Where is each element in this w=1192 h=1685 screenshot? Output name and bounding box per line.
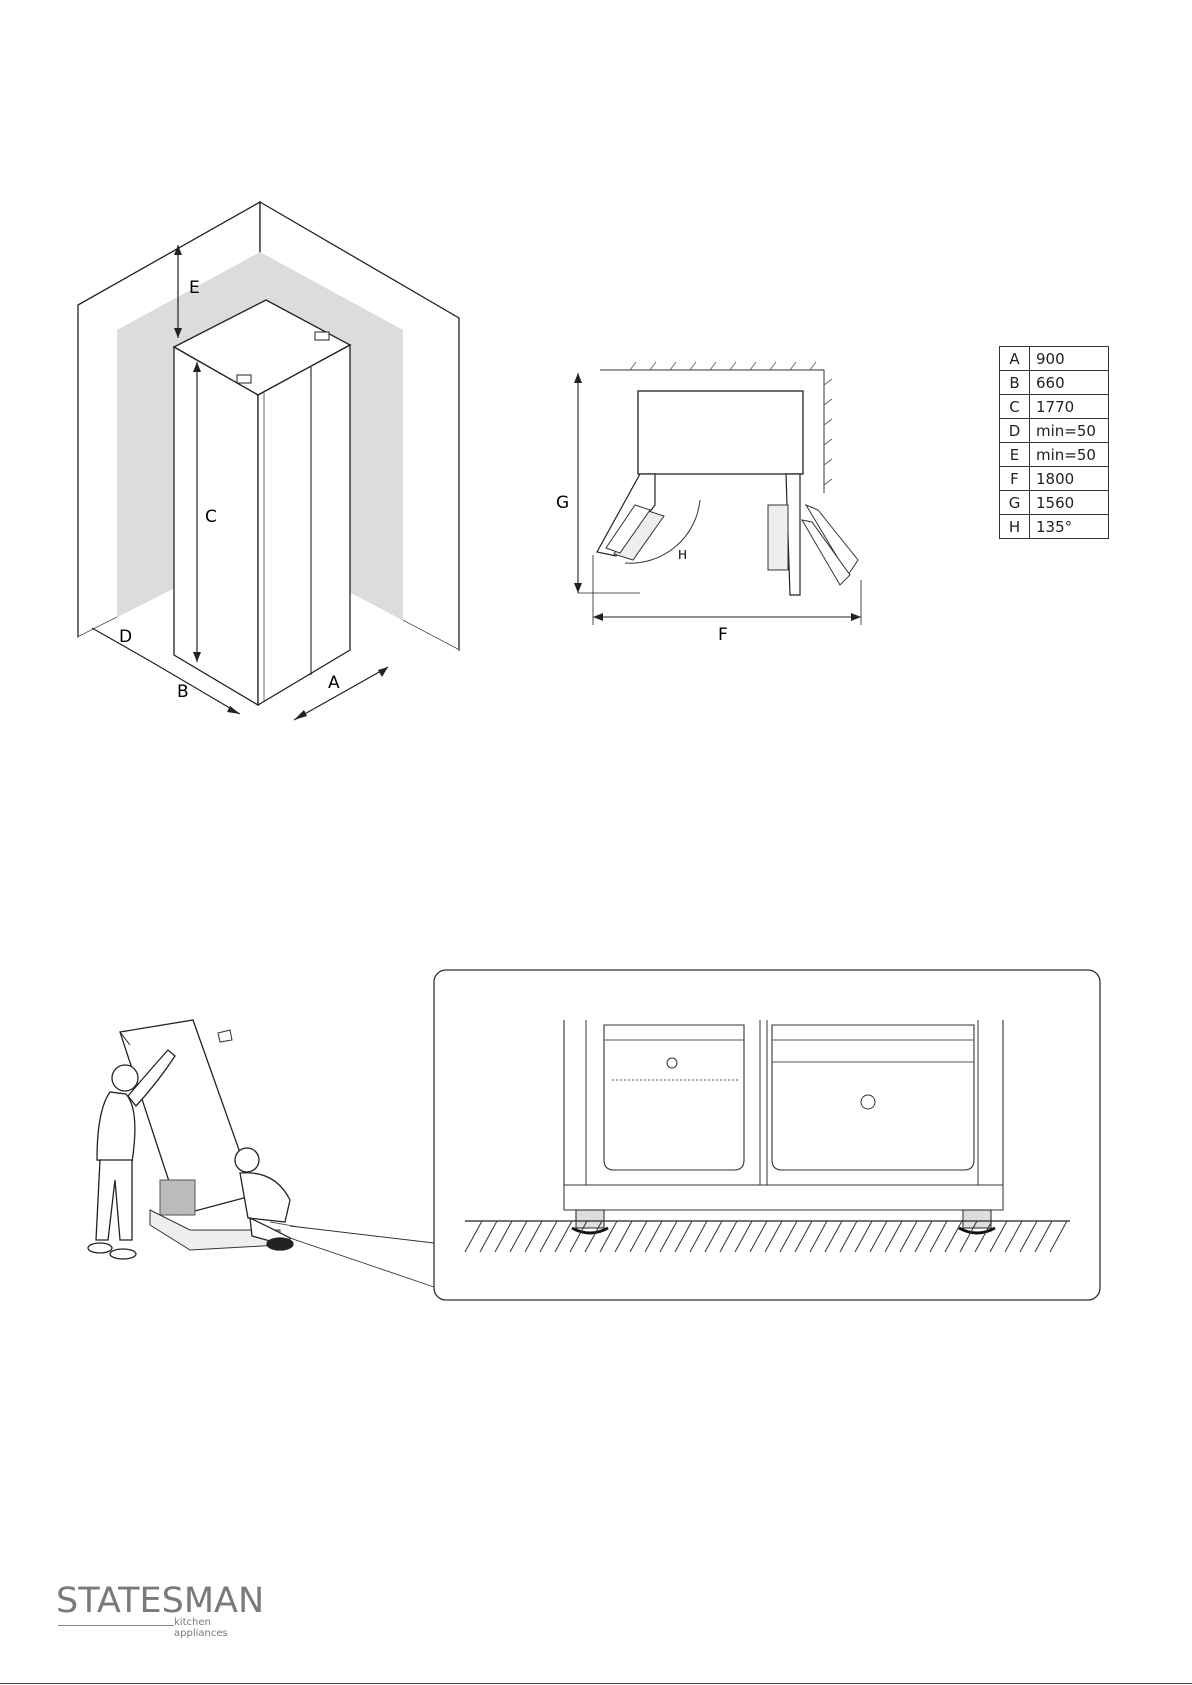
brand-logo: STATESMAN kitchen appliances: [56, 1582, 261, 1620]
cabinet-top-view: [638, 391, 803, 474]
clearance-diagram: E C D B A: [70, 195, 470, 735]
label-e: E: [189, 278, 200, 298]
left-drawer: [604, 1025, 744, 1170]
brand-rule: [58, 1625, 174, 1626]
label-b: B: [177, 682, 189, 702]
door-opening-diagram: H G F: [550, 355, 870, 645]
label-h: H: [678, 548, 687, 562]
label-c: C: [205, 507, 217, 527]
tilting-illustration: [80, 1010, 310, 1280]
label-a: A: [328, 673, 340, 693]
right-foot: [963, 1210, 991, 1228]
brand-tagline: kitchen appliances: [174, 1617, 261, 1639]
label-d: D: [119, 627, 132, 647]
label-g: G: [556, 493, 569, 513]
page-bottom-rule: [0, 1683, 1192, 1684]
hinge-top-left: [237, 375, 251, 383]
brand-name: STATESMAN: [56, 1582, 261, 1620]
label-f: F: [718, 625, 728, 645]
hinge-top-right: [315, 332, 329, 340]
fridge-front: [258, 345, 350, 705]
feet-detail-panel: [290, 965, 1105, 1310]
